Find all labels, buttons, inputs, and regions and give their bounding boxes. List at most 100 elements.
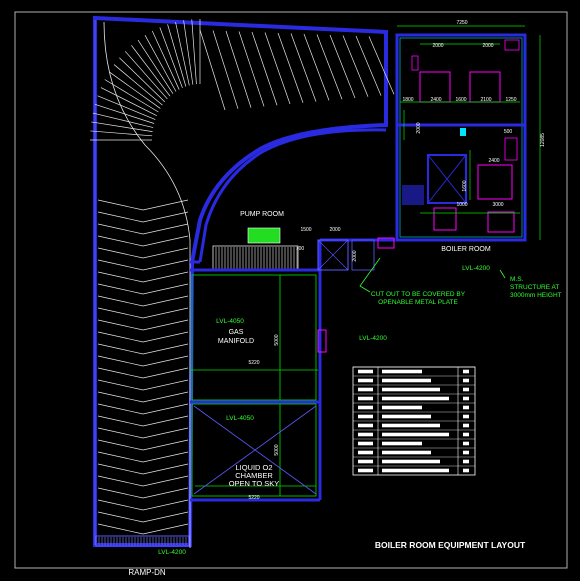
ramp-rib <box>159 27 183 88</box>
table-cell-desc <box>382 423 440 428</box>
table-cell-no <box>358 414 373 419</box>
ramp-rib <box>97 487 189 499</box>
ramp-rib <box>90 130 153 137</box>
dim-row-2100: 2100 <box>480 97 491 103</box>
ramp-rib <box>94 104 155 124</box>
ramp-level: LVL-4200 <box>158 549 186 556</box>
ramp-rib <box>264 32 291 105</box>
ramp-rib <box>290 33 317 102</box>
ramp-rib <box>97 307 189 319</box>
ramp-grate <box>98 537 187 545</box>
pump-room-stairs <box>212 245 299 271</box>
table-cell-desc <box>382 405 422 410</box>
table-cell-no <box>358 423 373 428</box>
ramp-rib <box>342 35 369 97</box>
cut-out-box <box>351 239 375 271</box>
valve-marker <box>317 329 327 353</box>
equipment-box <box>433 207 457 231</box>
leader-lines <box>359 257 506 293</box>
table-cell-no <box>358 405 373 410</box>
ramp-rib <box>97 403 189 415</box>
equipment-box <box>477 164 513 200</box>
table-cell-no <box>358 396 373 401</box>
table-cell-desc <box>382 369 422 374</box>
ramp-rib <box>251 31 278 106</box>
ramp-rib <box>167 24 187 87</box>
drawing-title: BOILER ROOM EQUIPMENT LAYOUT <box>375 540 526 550</box>
ramp-curved <box>90 15 395 548</box>
dim-pump-2000: 2000 <box>329 227 340 233</box>
ramp-rib <box>368 36 395 95</box>
ramp-rib <box>97 523 189 535</box>
table-cell-qty <box>463 378 469 383</box>
ramp-rib <box>329 34 356 99</box>
table-cell-qty <box>463 423 469 428</box>
dim-lox-inner: 700 <box>296 246 305 252</box>
ramp-rib <box>124 51 168 100</box>
table-cell-desc <box>382 396 449 401</box>
ramp-bottom-grating <box>95 535 190 547</box>
ramp-rib <box>119 57 166 103</box>
ramp-rib <box>97 283 189 295</box>
ramp-rib <box>355 35 382 96</box>
dim-overall-width: 7250 <box>456 20 467 26</box>
table-cell-qty <box>463 369 469 374</box>
shaft-box <box>317 239 349 271</box>
table-cell-no <box>358 468 373 473</box>
boiler-unit-cross <box>427 154 467 204</box>
ramp-rib <box>97 247 189 259</box>
table-cell-no <box>358 432 373 437</box>
table-cell-desc <box>382 459 440 464</box>
pump-equipment <box>247 227 281 244</box>
ramp-rib <box>97 475 189 487</box>
ramp-rib <box>277 32 304 103</box>
ramp-rib <box>316 34 343 100</box>
table-cell-qty <box>463 459 469 464</box>
table-cell-no <box>358 459 373 464</box>
ramp-rib <box>97 427 189 439</box>
table-cell-desc <box>382 468 449 473</box>
dim-top-left: 2000 <box>432 43 443 49</box>
ramp-rib <box>303 33 330 101</box>
ramp-rib <box>97 379 189 391</box>
pump-room-label: PUMP ROOM <box>240 211 284 218</box>
table-cell-qty <box>463 450 469 455</box>
ramp-rib <box>97 295 189 307</box>
boiler-unit <box>427 154 467 204</box>
ramp-rib <box>104 79 159 113</box>
table-cell-qty <box>463 387 469 392</box>
ramp-rib <box>183 20 194 85</box>
ramp-rib <box>97 271 189 283</box>
small-equipment <box>411 55 419 71</box>
small-equipment <box>504 137 518 161</box>
dim-lox-height: 5000 <box>274 444 280 455</box>
table-cell-no <box>358 387 373 392</box>
ramp-rib <box>97 415 189 427</box>
boiler-dimension-lines <box>397 25 541 240</box>
ramp-rib <box>238 31 265 107</box>
ramp-rib <box>225 30 252 108</box>
ramp-rib <box>97 223 189 235</box>
dim-row-2400: 2400 <box>430 97 441 103</box>
ramp-rib <box>97 331 189 343</box>
small-equipment <box>460 128 466 136</box>
ramp-rib <box>97 211 189 223</box>
table-cell-desc <box>382 441 422 446</box>
ramp-rib <box>131 45 171 97</box>
ramp-rib <box>175 21 190 86</box>
dim-lox-width: 5220 <box>248 495 259 501</box>
legend-table <box>352 366 476 476</box>
ramp-rib <box>212 30 239 109</box>
table-cell-no <box>358 378 373 383</box>
ramp-rib <box>97 451 189 463</box>
boiler-level: LVL-4200 <box>462 265 490 272</box>
ramp-rib <box>97 199 189 211</box>
dim-row-1600: 1600 <box>455 97 466 103</box>
ramp-rib <box>100 87 157 117</box>
ramp-rib <box>97 391 189 403</box>
dim-row-1250: 1250 <box>505 97 516 103</box>
